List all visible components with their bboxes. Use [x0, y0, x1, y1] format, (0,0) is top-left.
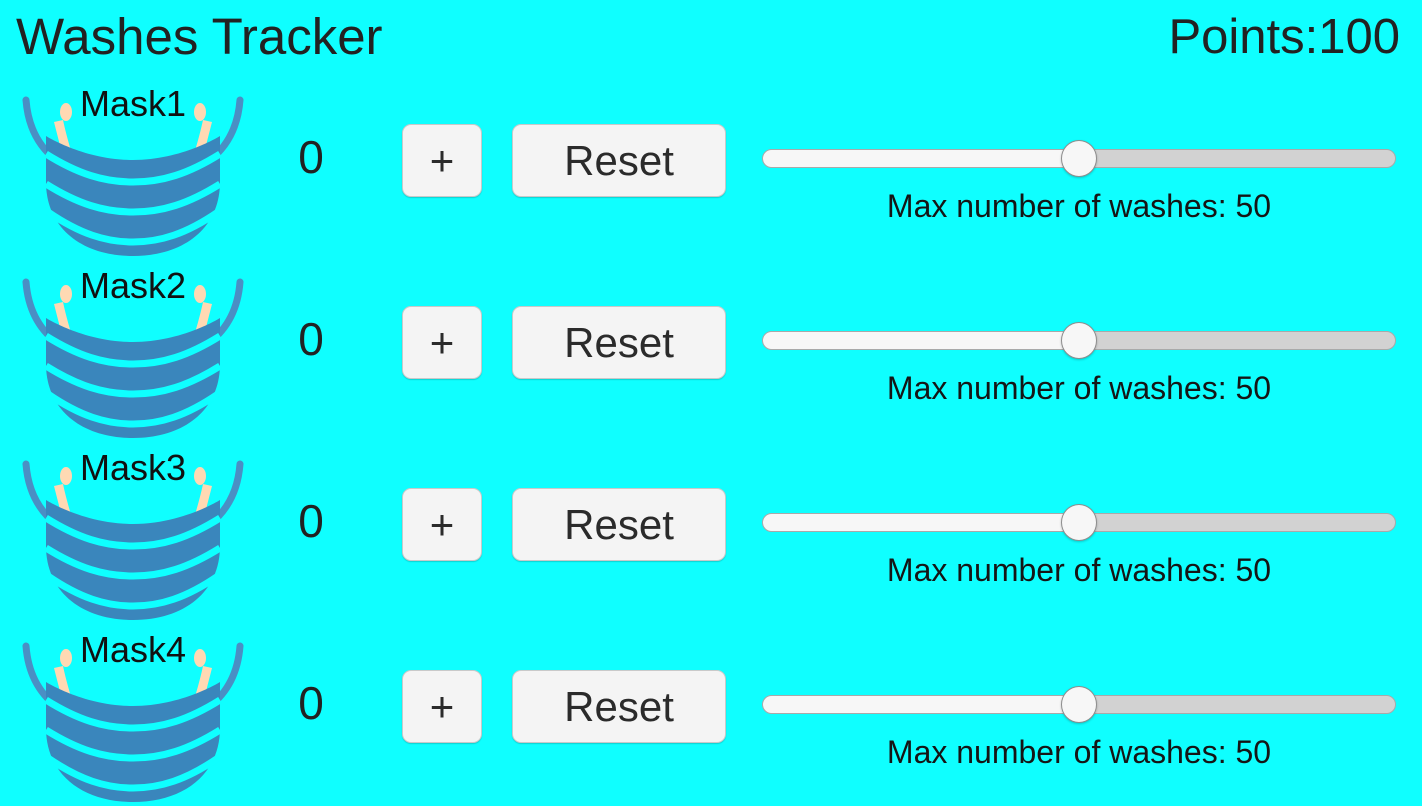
slider-fill — [763, 696, 1079, 713]
mask-name-label: Mask3 — [79, 447, 187, 488]
wash-count-value: 0 — [298, 677, 324, 729]
points-display: Points:100 — [1168, 10, 1400, 64]
mask-icon-cell: Mask3 — [8, 442, 258, 624]
increment-button[interactable]: + — [402, 306, 482, 379]
mask-row: Mask4 0 + Reset Max number of washes: 50 — [0, 624, 1422, 806]
slider-fill — [763, 514, 1079, 531]
increment-button[interactable]: + — [402, 124, 482, 197]
slider-thumb[interactable] — [1061, 686, 1097, 723]
max-washes-caption: Max number of washes: 50 — [886, 188, 1272, 224]
face-mask-icon — [22, 460, 244, 620]
slider-thumb[interactable] — [1061, 504, 1097, 541]
increment-button[interactable]: + — [402, 488, 482, 561]
slider-thumb[interactable] — [1061, 140, 1097, 177]
wash-count-value: 0 — [298, 131, 324, 183]
max-washes-slider[interactable] — [762, 322, 1396, 362]
wash-count-value: 0 — [298, 313, 324, 365]
mask-name-label: Mask4 — [79, 629, 187, 670]
mask-icon-cell: Mask1 — [8, 78, 258, 260]
max-washes-slider[interactable] — [762, 504, 1396, 544]
mask-row: Mask2 0 + Reset Max number of washes: 50 — [0, 260, 1422, 442]
slider-fill — [763, 332, 1079, 349]
wash-count-value: 0 — [298, 495, 324, 547]
mask-icon-cell: Mask4 — [8, 624, 258, 806]
max-washes-caption: Max number of washes: 50 — [886, 552, 1272, 588]
slider-fill — [763, 150, 1079, 167]
face-mask-icon — [22, 642, 244, 802]
page-title: Washes Tracker — [16, 8, 383, 65]
max-washes-caption: Max number of washes: 50 — [886, 370, 1272, 406]
mask-row: Mask3 0 + Reset Max number of washes: 50 — [0, 442, 1422, 624]
mask-name-label: Mask2 — [79, 265, 187, 306]
max-washes-slider[interactable] — [762, 140, 1396, 180]
reset-button[interactable]: Reset — [512, 670, 726, 743]
face-mask-icon — [22, 96, 244, 256]
reset-button[interactable]: Reset — [512, 306, 726, 379]
app-header: Washes Tracker Points:100 — [0, 0, 1422, 78]
increment-button[interactable]: + — [402, 670, 482, 743]
reset-button[interactable]: Reset — [512, 488, 726, 561]
mask-icon-cell: Mask2 — [8, 260, 258, 442]
slider-thumb[interactable] — [1061, 322, 1097, 359]
reset-button[interactable]: Reset — [512, 124, 726, 197]
mask-name-label: Mask1 — [79, 83, 187, 124]
mask-row: Mask1 0 + Reset Max number of washes: 50 — [0, 78, 1422, 260]
max-washes-slider[interactable] — [762, 686, 1396, 726]
face-mask-icon — [22, 278, 244, 438]
max-washes-caption: Max number of washes: 50 — [886, 734, 1272, 770]
